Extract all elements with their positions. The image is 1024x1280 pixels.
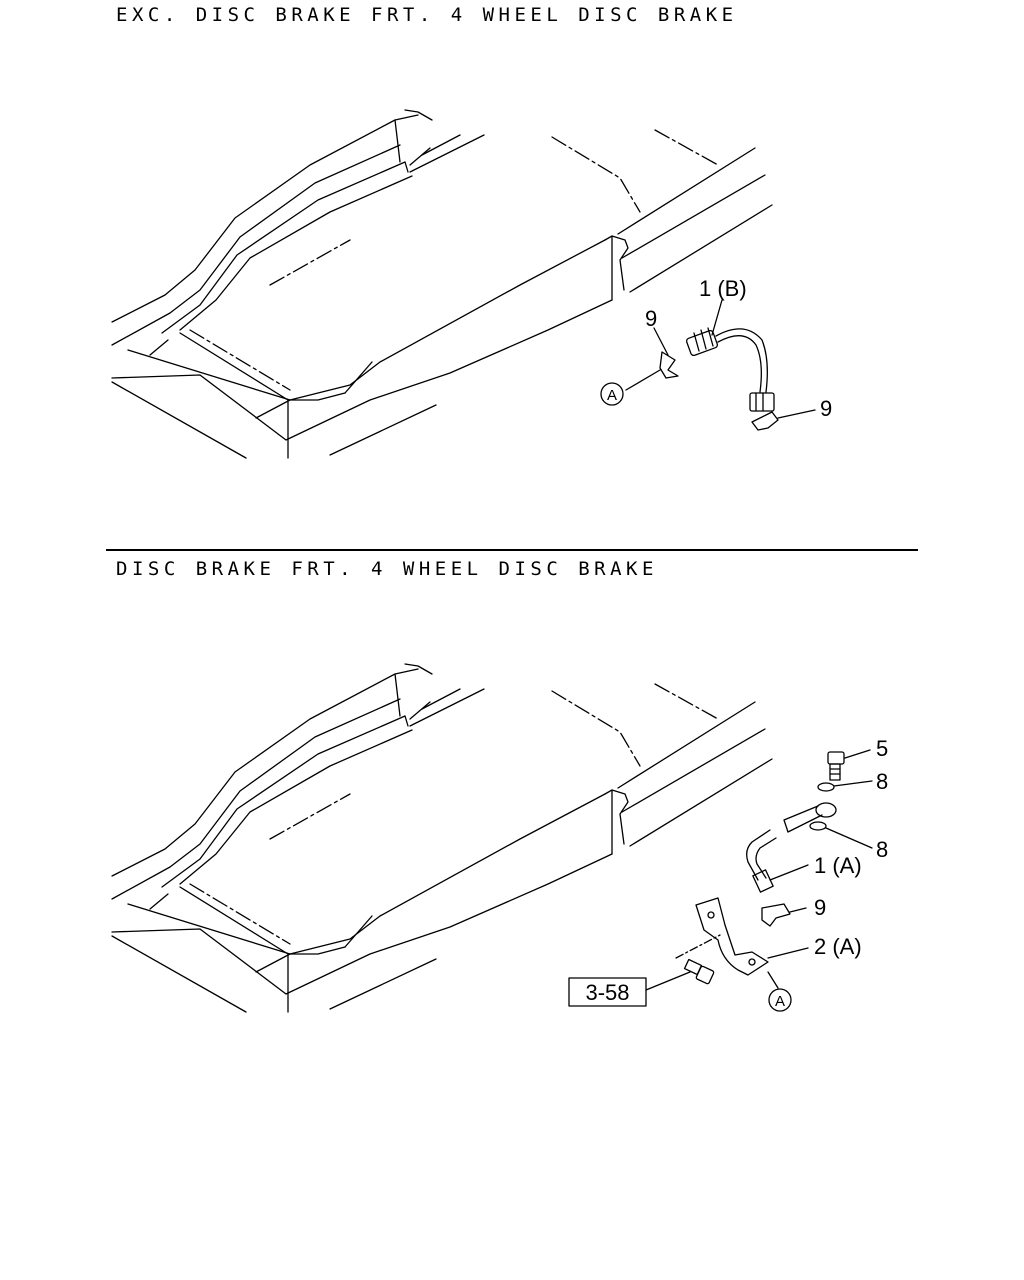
callout-9-left: 9	[645, 306, 657, 331]
hose-clip-9-top-right	[751, 411, 779, 431]
section-title-bottom: DISC BRAKE FRT. 4 WHEEL DISC BRAKE	[116, 558, 658, 580]
hose-clip-9	[761, 903, 791, 927]
reference-box-3-58[interactable]	[568, 977, 647, 1007]
callout-9-right: 9	[820, 396, 832, 421]
frame-diagram-bottom: 5 8 8 1 (A) 9 2 (A) A 3-58	[111, 663, 888, 1013]
brake-hose-1b	[685, 327, 775, 412]
reference-circle-a-2	[768, 988, 792, 1012]
callout-8-lower: 8	[876, 837, 888, 862]
callout-2a: 2 (A)	[814, 934, 862, 959]
chassis-frame-drawing	[111, 109, 773, 459]
callout-5: 5	[876, 736, 888, 761]
callout-9: 9	[814, 895, 826, 920]
chassis-frame-drawing-2	[111, 663, 773, 1013]
gasket-8-lower	[809, 821, 827, 831]
frame-diagram-top: 1 (B) 9 9 A	[111, 109, 832, 459]
reference-circle-a	[600, 382, 624, 406]
eye-fitting	[783, 802, 837, 833]
section-divider	[106, 549, 918, 551]
section-title-top: EXC. DISC BRAKE FRT. 4 WHEEL DISC BRAKE	[116, 4, 738, 26]
brake-hose-1a	[746, 829, 777, 893]
callout-1b: 1 (B)	[699, 276, 747, 301]
union-bolt-5	[827, 751, 845, 781]
reference-box-3-58-label[interactable]: 3-58	[585, 980, 629, 1005]
gasket-8-upper	[817, 782, 835, 792]
callout-8-upper: 8	[876, 769, 888, 794]
callout-1a: 1 (A)	[814, 853, 862, 878]
bracket-2a	[695, 897, 769, 976]
bolt-3-58	[683, 958, 715, 985]
reference-circle-a-2-label: A	[775, 993, 785, 1010]
reference-circle-a-label: A	[607, 387, 617, 404]
hose-clip-9-top-left	[659, 351, 679, 379]
